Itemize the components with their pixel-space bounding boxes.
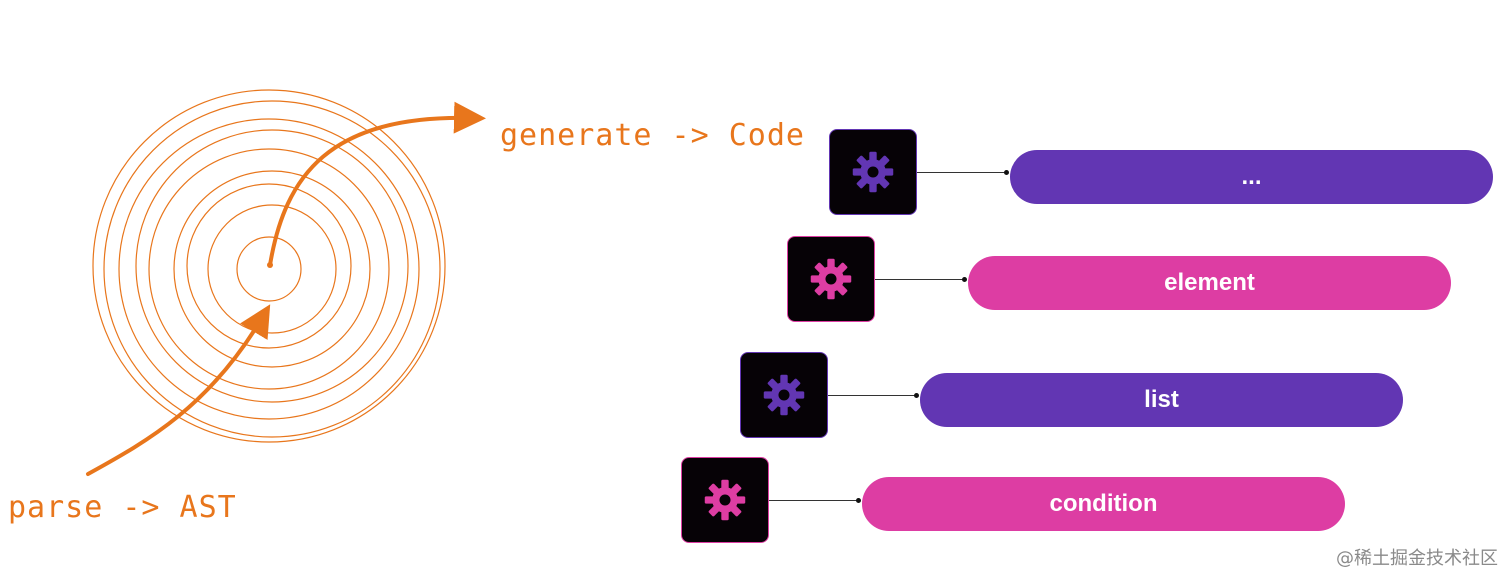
ring: [103, 100, 441, 438]
gear-icon: [704, 479, 746, 521]
ring: [148, 148, 390, 390]
ring: [207, 204, 337, 334]
parse-ast-label: parse -> AST: [8, 490, 237, 525]
watermark: @稀土掘金技术社区: [1336, 548, 1498, 569]
plugin-pill: condition: [862, 477, 1345, 531]
connector-dot: [856, 498, 861, 503]
ring: [236, 236, 302, 302]
parse-arrow: [86, 304, 271, 476]
connector-dot: [1004, 170, 1009, 175]
ring: [92, 89, 446, 443]
ring: [135, 129, 409, 403]
plugin-icon-box: [787, 236, 875, 322]
connector-line: [875, 277, 967, 282]
generate-code-label: generate -> Code: [500, 118, 805, 153]
connector-line: [769, 498, 861, 503]
plugin-pill: list: [920, 373, 1403, 427]
connector-dot: [962, 277, 967, 282]
concentric-rings: [92, 89, 446, 443]
ring: [186, 183, 352, 349]
plugin-icon-box: [740, 352, 828, 438]
plugin-icon-box: [829, 129, 917, 215]
connector-dot: [914, 393, 919, 398]
connector-line: [917, 170, 1009, 175]
center-dot: [267, 262, 273, 268]
gear-icon: [810, 258, 852, 300]
plugin-pill: ...: [1010, 150, 1493, 204]
gear-icon: [852, 151, 894, 193]
generate-arrow: [268, 101, 486, 267]
ring: [118, 118, 420, 420]
plugin-pill: element: [968, 256, 1451, 310]
plugin-icon-box: [681, 457, 769, 543]
connector-line: [828, 393, 919, 398]
ring: [173, 170, 371, 368]
gear-icon: [763, 374, 805, 416]
